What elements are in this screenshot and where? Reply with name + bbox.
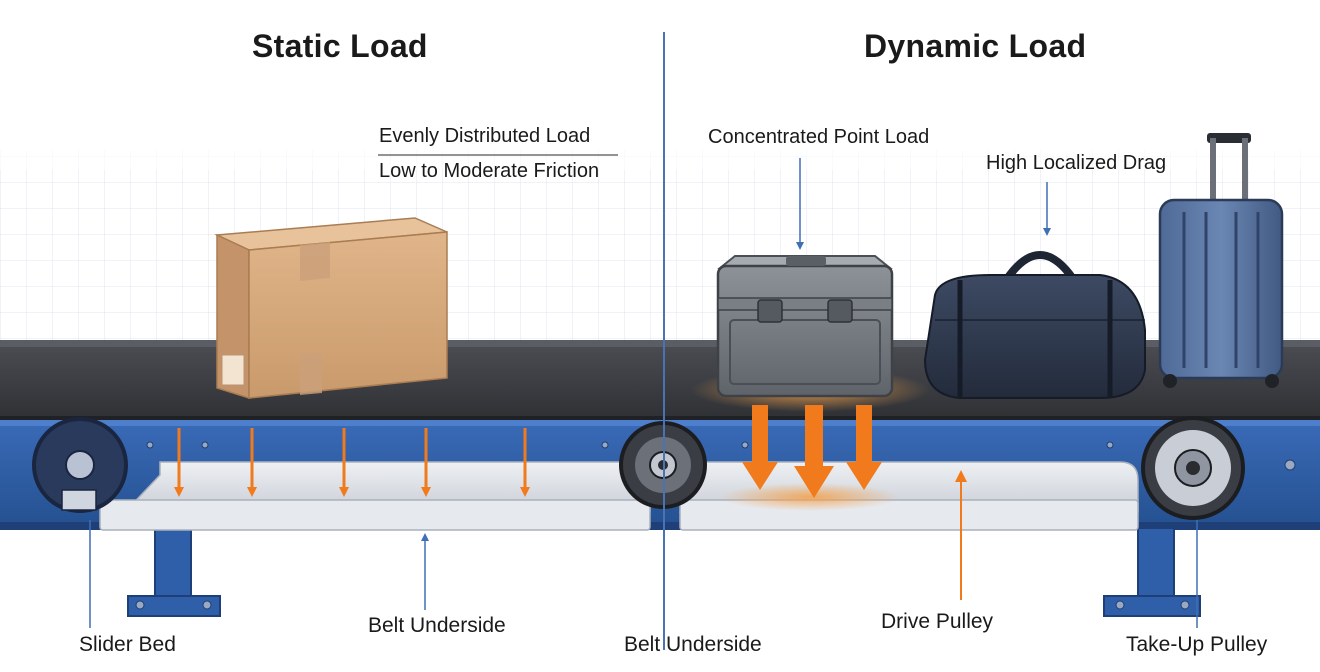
drive-pulley-label: Drive Pulley (881, 610, 994, 633)
belt-underside-label-center: Belt Underside (624, 633, 762, 656)
belt-underside-label-left: Belt Underside (368, 614, 506, 637)
low-moderate-friction-note: Low to Moderate Friction (379, 160, 600, 182)
slider-bed (99, 461, 1139, 531)
duffel-bag-icon (923, 251, 1146, 399)
pulley-icon (1141, 416, 1245, 520)
pulley-icon (619, 421, 707, 509)
dynamic-load-arrows (742, 405, 882, 498)
take-up-pulley-label: Take-Up Pulley (1126, 633, 1268, 656)
leader-lines (89, 158, 1198, 628)
pulley-icon (32, 417, 128, 513)
dynamic-load-title: Dynamic Load (864, 28, 1087, 64)
belt-reaction-arrow (955, 470, 967, 600)
load-heat-zone-bed (720, 483, 900, 511)
high-localized-drag-note: High Localized Drag (986, 152, 1167, 174)
slider-bed-label: Slider Bed (79, 633, 176, 656)
cardboard-box-icon (214, 217, 448, 400)
metal-case-icon (716, 255, 894, 398)
concentrated-point-note: Concentrated Point Load (708, 126, 930, 148)
rolling-suitcase-icon (1158, 133, 1284, 388)
static-load-title: Static Load (252, 28, 428, 64)
static-load-arrows (174, 428, 530, 497)
evenly-distributed-note: Evenly Distributed Load (379, 125, 591, 147)
